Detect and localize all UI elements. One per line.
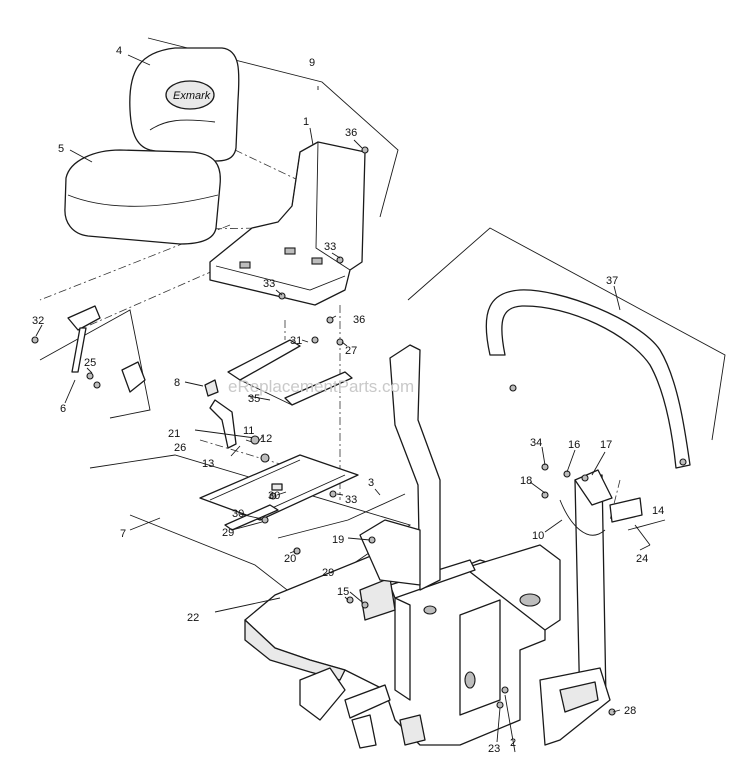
- seat-back: Exmark: [129, 47, 240, 162]
- callout-33-b: 33: [263, 278, 275, 290]
- main-frame: [244, 539, 561, 749]
- callout-27: 27: [345, 345, 357, 357]
- callout-34: 34: [530, 437, 542, 449]
- callout-16: 16: [568, 439, 580, 451]
- callout-31: 31: [290, 335, 302, 347]
- rollbar-group-line-37: [407, 227, 726, 441]
- callout-13: 13: [202, 458, 214, 470]
- callout-25: 25: [84, 357, 96, 369]
- callout-5: 5: [58, 143, 64, 155]
- callout-23: 23: [488, 743, 500, 755]
- callout-33-c: 33: [345, 494, 357, 506]
- callout-29-a: 29: [222, 527, 234, 539]
- seat-pan: [209, 141, 366, 306]
- callout-24: 24: [636, 553, 648, 565]
- callout-3: 3: [368, 477, 374, 489]
- callout-35: 35: [248, 393, 260, 405]
- leader-lines: [35, 54, 651, 753]
- watermark: eReplacementParts.com: [228, 377, 414, 396]
- callouts: 4 5 9 1 36 33 33 36 31 27 32 25 6 8 35 2…: [32, 45, 664, 755]
- callout-33-a: 33: [324, 241, 336, 253]
- seat-belt: [31, 305, 146, 393]
- callout-28: 28: [624, 705, 636, 717]
- hardware: [93, 146, 666, 716]
- seat-adjuster: [194, 379, 270, 463]
- callout-15: 15: [337, 586, 349, 598]
- callout-2: 2: [510, 737, 516, 749]
- callout-4: 4: [116, 45, 122, 57]
- callout-26: 26: [174, 442, 186, 454]
- callout-1: 1: [303, 116, 309, 128]
- callout-19: 19: [332, 534, 344, 546]
- seat-mount-plate: [199, 454, 359, 531]
- seat-cushion: [64, 149, 221, 245]
- seat-logo: Exmark: [173, 90, 211, 102]
- callout-14: 14: [652, 505, 664, 517]
- callout-8: 8: [174, 377, 180, 389]
- callout-36-top: 36: [345, 127, 357, 139]
- callout-17: 17: [600, 439, 612, 451]
- callout-36-mid: 36: [353, 314, 365, 326]
- callout-22: 22: [187, 612, 199, 624]
- callout-37: 37: [606, 275, 618, 287]
- callout-7: 7: [120, 528, 126, 540]
- callout-30-a: 30: [268, 490, 280, 502]
- callout-30-b: 30: [232, 508, 244, 520]
- callout-32: 32: [32, 315, 44, 327]
- seat-slide-rails: [227, 336, 353, 406]
- callout-11: 11: [243, 425, 254, 437]
- roll-bar: [485, 289, 691, 469]
- callout-9: 9: [309, 57, 315, 69]
- callout-12: 12: [260, 433, 272, 445]
- callout-20: 20: [284, 553, 296, 565]
- callout-29-b: 29: [322, 567, 334, 579]
- rops-latch: [541, 491, 651, 546]
- callout-18: 18: [520, 475, 532, 487]
- console-tower: [359, 344, 441, 591]
- callout-10: 10: [532, 530, 544, 542]
- callout-21: 21: [168, 428, 180, 440]
- callout-6: 6: [60, 403, 66, 415]
